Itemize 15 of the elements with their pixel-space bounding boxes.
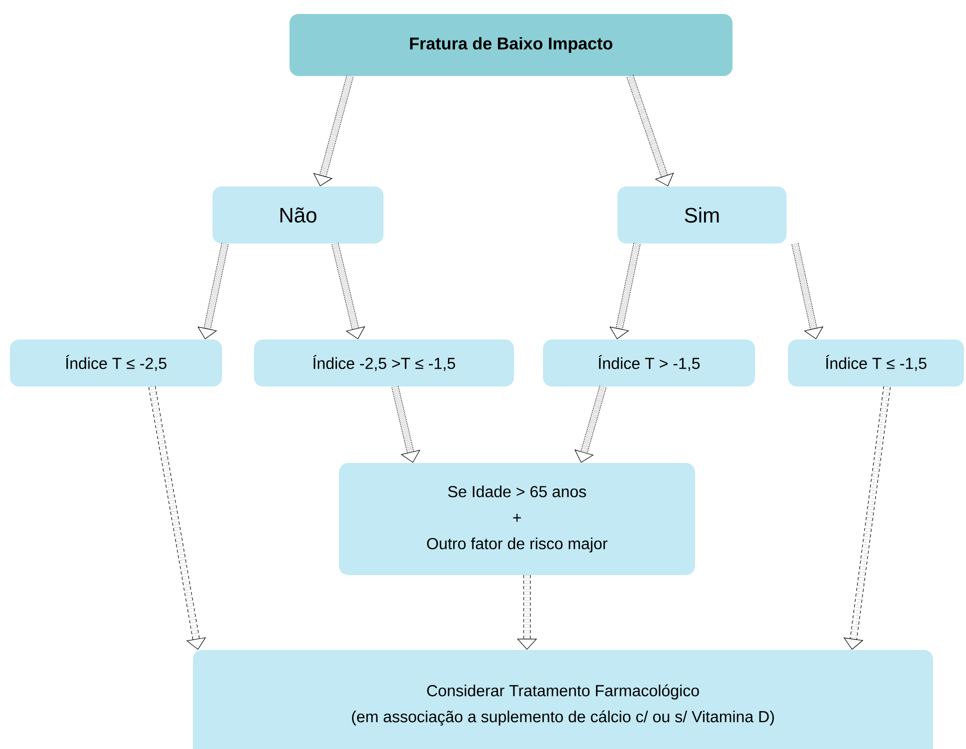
decision-box: Índice T ≤ -2,5 xyxy=(10,340,222,386)
decision-box: Se Idade > 65 anos + Outro fator de risco major xyxy=(339,462,695,575)
decision-box: Índice T > -1,5 xyxy=(543,340,755,386)
title-box: Fratura de Baixo Impacto xyxy=(290,14,732,76)
block-arrow xyxy=(313,75,354,186)
block-arrow xyxy=(626,75,674,186)
decision-box: Não xyxy=(212,186,384,244)
block-arrow xyxy=(392,386,420,463)
decision-box: Índice T ≤ -1,5 xyxy=(788,340,964,386)
decision-box: Considerar Tratamento Farmacológico (em associação a suplemento de cálcio c/ ou s/ Vitamina D) xyxy=(193,650,933,749)
decision-box: Índice -2,5 >T ≤ -1,5 xyxy=(254,340,514,386)
decision-box: Sim xyxy=(618,186,786,244)
block-arrow xyxy=(332,242,366,340)
block-arrow xyxy=(148,386,206,650)
block-arrow xyxy=(791,242,824,340)
